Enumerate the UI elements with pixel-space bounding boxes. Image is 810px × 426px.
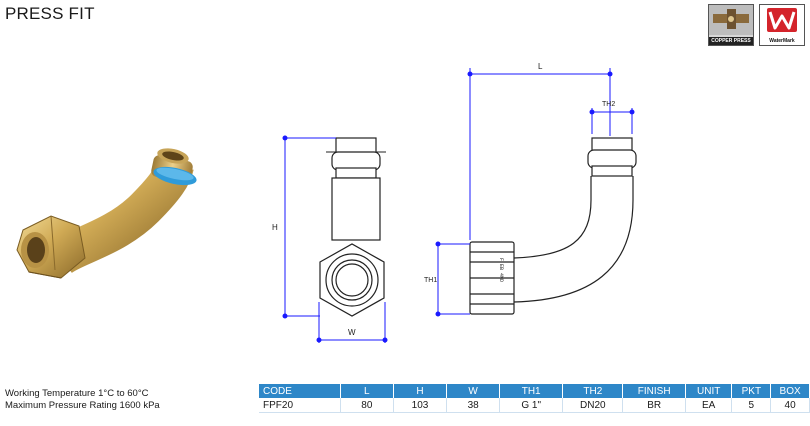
col-box: BOX bbox=[770, 384, 810, 398]
col-th2: TH2 bbox=[562, 384, 624, 398]
dim-th1-label: TH1 bbox=[424, 277, 437, 284]
table-row: FPF20 80 103 38 G 1" DN20 BR EA 5 40 bbox=[259, 398, 810, 413]
col-h: H bbox=[393, 384, 448, 398]
copper-press-logo: COPPER PRESS bbox=[708, 4, 754, 46]
col-finish: FINISH bbox=[622, 384, 686, 398]
col-th1: TH1 bbox=[499, 384, 564, 398]
cell-th1: G 1" bbox=[499, 398, 564, 413]
col-pkt: PKT bbox=[731, 384, 772, 398]
cell-th2: DN20 bbox=[562, 398, 624, 413]
dim-l-label: L bbox=[538, 62, 543, 71]
col-unit: UNIT bbox=[685, 384, 733, 398]
cell-unit: EA bbox=[685, 398, 733, 413]
cell-h: 103 bbox=[393, 398, 448, 413]
col-code: CODE bbox=[259, 384, 341, 398]
watermark-caption: WaterMark bbox=[769, 38, 795, 44]
copper-press-caption: COPPER PRESS bbox=[709, 37, 753, 45]
cell-l: 80 bbox=[340, 398, 394, 413]
col-l: L bbox=[340, 384, 394, 398]
cell-w: 38 bbox=[446, 398, 501, 413]
working-temperature: Working Temperature 1°C to 60°C bbox=[5, 388, 149, 399]
watermark-logo: WaterMark bbox=[759, 4, 805, 46]
cell-box: 40 bbox=[770, 398, 810, 413]
product-table: CODE L H W TH1 TH2 FINISH UNIT PKT BOX F… bbox=[259, 384, 810, 413]
cell-finish: BR bbox=[622, 398, 686, 413]
dim-h-label: H bbox=[272, 223, 278, 232]
watermark-emblem-icon bbox=[767, 8, 797, 32]
cell-pkt: 5 bbox=[731, 398, 772, 413]
product-photo bbox=[16, 148, 197, 279]
copper-press-emblem-icon bbox=[709, 5, 753, 35]
casting-mark: F EB 4MD bbox=[498, 258, 504, 282]
page-title: PRESS FIT bbox=[5, 4, 95, 23]
col-w: W bbox=[446, 384, 501, 398]
maximum-pressure: Maximum Pressure Rating 1600 kPa bbox=[5, 400, 160, 411]
specifications: Working Temperature 1°C to 60°C Maximum … bbox=[5, 388, 160, 412]
cell-code: FPF20 bbox=[259, 398, 341, 413]
dim-w-label: W bbox=[348, 328, 356, 337]
dim-th2-label: TH2 bbox=[602, 101, 615, 108]
table-header-row: CODE L H W TH1 TH2 FINISH UNIT PKT BOX bbox=[259, 384, 810, 398]
